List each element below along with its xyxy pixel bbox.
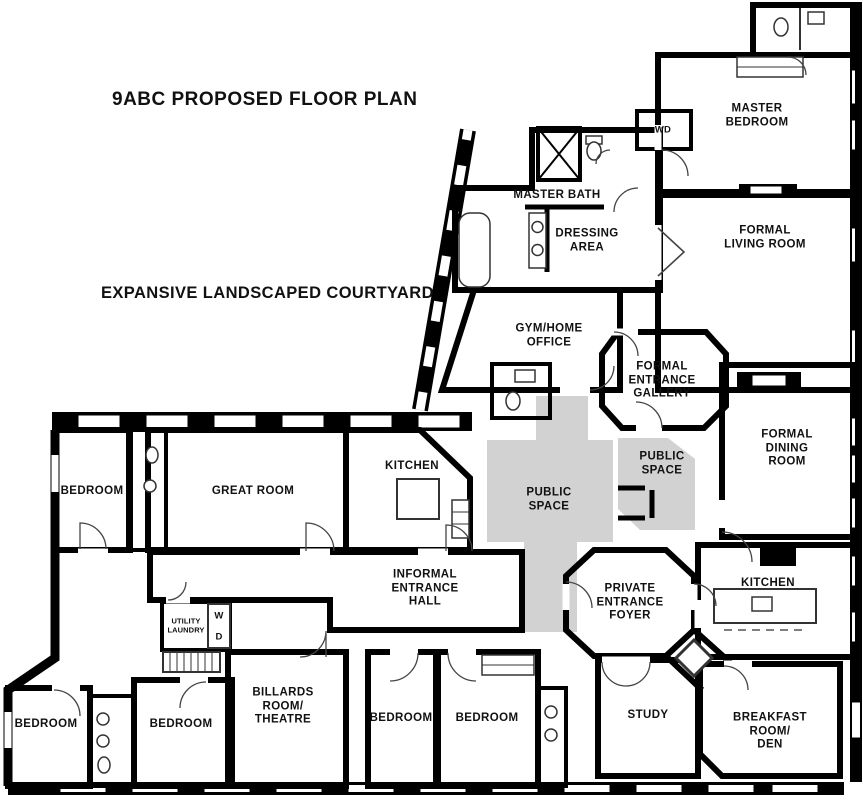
room-label-public-space-east: PUBLIC SPACE bbox=[639, 450, 685, 476]
bathtub-icon bbox=[458, 212, 491, 288]
kitchen-island bbox=[713, 588, 817, 624]
courtyard-label: EXPANSIVE LANDSCAPED COURTYARD bbox=[101, 284, 434, 302]
washer-dryer bbox=[207, 603, 231, 649]
room-label-formal-living-room: FORMAL LIVING ROOM bbox=[724, 224, 806, 250]
room-label-bedroom-south-4: BEDROOM bbox=[455, 712, 519, 725]
room-label-breakfast-room-den: BREAKFAST ROOM/ DEN bbox=[733, 711, 807, 751]
toilet-icon bbox=[505, 391, 521, 411]
room-label-study: STUDY bbox=[627, 709, 669, 722]
room-label-kitchen-center: KITCHEN bbox=[385, 460, 439, 473]
toilet-icon bbox=[145, 446, 159, 464]
sink-icon bbox=[143, 479, 157, 493]
sink-icon bbox=[544, 705, 558, 719]
room-label-formal-dining-room: FORMAL DINING ROOM bbox=[761, 428, 813, 468]
room-label-formal-entrance-gallery: FORMAL ENTRANCE GALLERY bbox=[628, 360, 696, 400]
sink-icon bbox=[96, 734, 110, 748]
sink-icon bbox=[96, 712, 110, 726]
public-space-fills bbox=[487, 396, 695, 632]
washer-label: W bbox=[214, 610, 224, 622]
sink-icon bbox=[531, 243, 544, 257]
toilet-icon bbox=[773, 17, 789, 37]
room-label-dressing-area: DRESSING AREA bbox=[555, 227, 619, 253]
sink-icon bbox=[807, 11, 825, 25]
room-label-bedroom-southwest-1: BEDROOM bbox=[14, 718, 78, 731]
room-label-public-space-center: PUBLIC SPACE bbox=[526, 486, 572, 512]
room-label-billiards-room-theatre: BILLARDS ROOM/ THEATRE bbox=[252, 686, 314, 726]
door-swings bbox=[53, 56, 807, 717]
dryer-label: D bbox=[215, 631, 223, 643]
toilet-icon bbox=[97, 756, 111, 774]
room-label-kitchen-east: KITCHEN bbox=[741, 577, 795, 590]
kitchen-island bbox=[396, 478, 440, 520]
fixtures bbox=[96, 8, 825, 774]
toilet-icon bbox=[586, 141, 602, 161]
sink-icon bbox=[531, 220, 544, 234]
sink-icon bbox=[544, 728, 558, 742]
room-label-utility-laundry: UTILITY LAUNDRY bbox=[167, 616, 205, 635]
room-label-master-bath: MASTER BATH bbox=[513, 189, 601, 202]
room-label-great-room: GREAT ROOM bbox=[211, 485, 295, 498]
room-label-master-bedroom: MASTER BEDROOM bbox=[725, 102, 789, 128]
room-label-bedroom-southwest-2: BEDROOM bbox=[149, 718, 213, 731]
room-label-bedroom-northwest: BEDROOM bbox=[60, 485, 124, 498]
room-label-bedroom-south-3: BEDROOM bbox=[369, 712, 433, 725]
door-openings bbox=[4, 125, 752, 748]
room-label-gym-home-office: GYM/HOME OFFICE bbox=[515, 322, 583, 348]
stove-icon bbox=[760, 548, 796, 566]
sink-icon bbox=[751, 596, 773, 612]
room-label-informal-entrance-hall: INFORMAL ENTRANCE HALL bbox=[391, 568, 459, 608]
room-label-private-entrance-foyer: PRIVATE ENTRANCE FOYER bbox=[596, 582, 664, 622]
page-title: 9ABC PROPOSED FLOOR PLAN bbox=[112, 89, 418, 110]
wd-closet-label: WD bbox=[654, 124, 672, 136]
sink-icon bbox=[514, 369, 536, 383]
